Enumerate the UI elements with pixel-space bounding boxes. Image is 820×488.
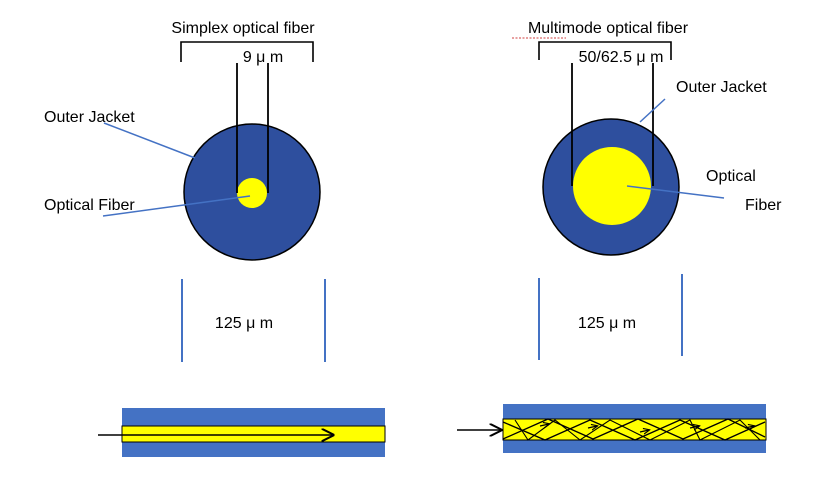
simplex-fiber-leader — [102, 195, 251, 217]
multimode-ray-arrowhead — [744, 426, 754, 428]
multimode-ray-arrowhead — [639, 430, 649, 432]
simplex-cladding-size-label: 125 μ m — [215, 315, 273, 332]
multimode-ray-path-1 — [502, 419, 766, 441]
multimode-ray-path-3 — [514, 419, 761, 441]
simplex-title-bracket — [180, 41, 314, 62]
simplex-jacket-leader — [103, 122, 196, 159]
multimode-fiber-label-line2: Fiber — [745, 197, 782, 214]
multimode-fiber-label-line1: Optical — [706, 168, 756, 185]
multimode-jacket-leader — [639, 98, 666, 123]
multimode-core-size-label: 50/62.5 μ m — [579, 49, 664, 66]
multimode-core — [573, 147, 651, 225]
simplex-jacket-label: Outer Jacket — [44, 109, 135, 126]
multimode-ray-arrowhead — [539, 424, 549, 426]
multimode-fiber-leader — [626, 185, 725, 199]
multimode-cladding-size-label: 125 μ m — [578, 315, 636, 332]
simplex-title: Simplex optical fiber — [171, 20, 315, 37]
multimode-section: Multimode optical fiber 50/62.5 μ m Oute… — [457, 20, 782, 453]
multimode-title: Multimode optical fiber — [528, 20, 689, 37]
simplex-core — [237, 178, 267, 208]
simplex-fiber-label: Optical Fiber — [44, 197, 135, 214]
multimode-ray-arrowhead — [689, 426, 699, 428]
multimode-jacket-label: Outer Jacket — [676, 79, 767, 96]
simplex-cable-core — [121, 425, 386, 443]
simplex-section: Simplex optical fiber 9 μ m Outer Jacket… — [44, 20, 386, 457]
multimode-ray-path-2 — [502, 418, 766, 440]
multimode-ray-arrowhead — [587, 426, 597, 428]
simplex-core-size-label: 9 μ m — [243, 49, 283, 66]
multimode-title-bracket — [538, 41, 672, 60]
